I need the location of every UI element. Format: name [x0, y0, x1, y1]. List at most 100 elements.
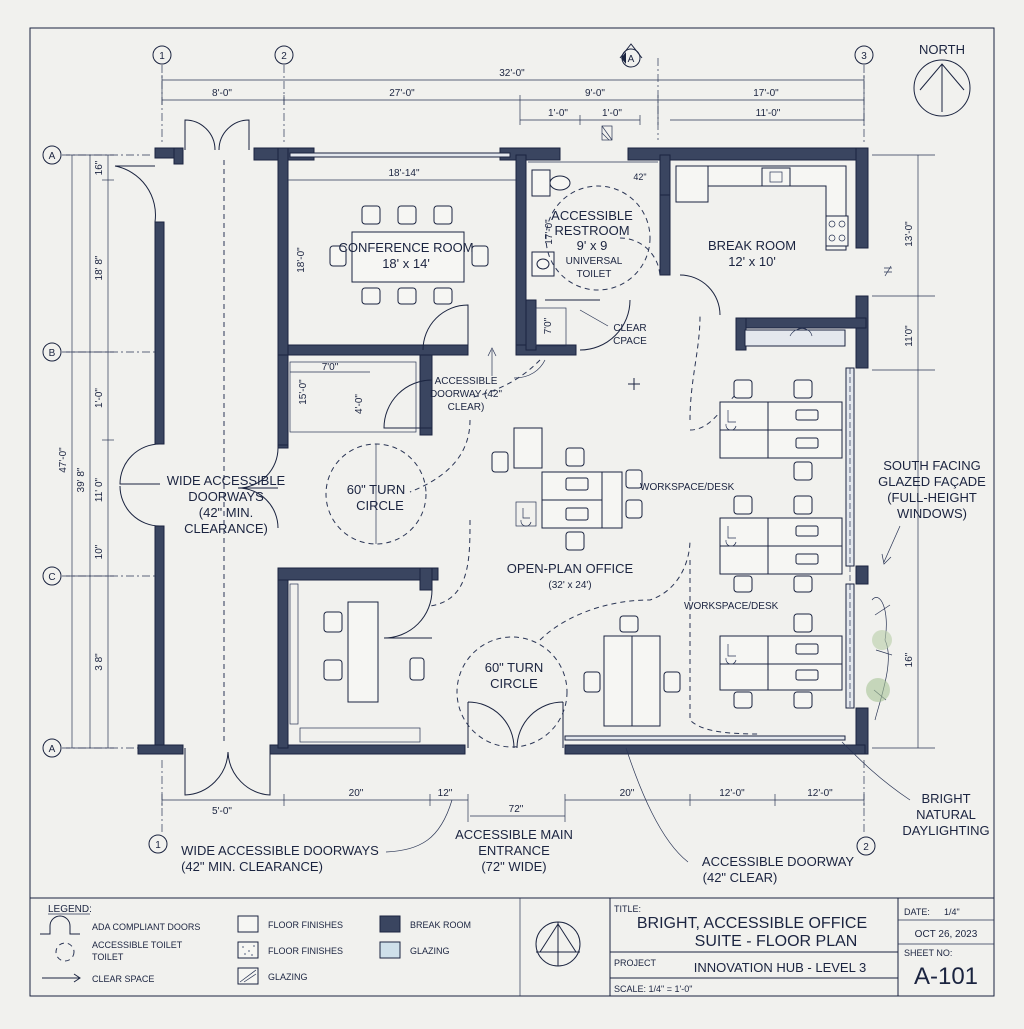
dim-8ft: 8'-0"	[212, 88, 232, 99]
legend-glazing-2: GLAZING	[410, 946, 450, 956]
dim-72in: 72"	[509, 804, 524, 815]
dim-corridor-height-2: 4'-0"	[354, 394, 365, 414]
break-room-name: BREAK ROOM	[708, 238, 796, 253]
break-room-counter	[675, 165, 849, 337]
workstation-cluster-1	[719, 379, 843, 481]
sheet-title-line1: BRIGHT, ACCESSIBLE OFFICE	[637, 915, 867, 932]
grid-label: 1	[155, 840, 161, 851]
legend-acc-toilet-line2: TOILET	[92, 952, 124, 962]
turn-circle-2-line1: 60" TURN	[485, 660, 544, 675]
dim-overall-height: 47'-0"	[58, 447, 69, 473]
daylight-line1: BRIGHT	[921, 791, 970, 806]
floor-finish-swatch-2	[237, 941, 259, 959]
grid-bubble-2-top: 2	[274, 45, 294, 65]
dim-11ft: 11'-0"	[756, 108, 781, 119]
dim-13ft: 13'-0"	[904, 221, 915, 247]
dim-conference-height: 18'-0"	[296, 247, 307, 273]
title-block-compass-icon	[535, 921, 581, 967]
restroom-line2: RESTROOM	[554, 223, 629, 238]
wide-doorways-bottom-line2: (42" MIN. CLEARANCE)	[181, 859, 323, 874]
section-label: A	[628, 54, 635, 65]
dim-1ft: 1'-0"	[94, 388, 105, 408]
dim-12in: 12"	[438, 788, 453, 799]
conference-table	[329, 205, 489, 305]
workspace-label-2: WORKSPACE/DESK	[684, 601, 779, 612]
project-name: INNOVATION HUB - LEVEL 3	[694, 960, 866, 975]
clear-space-arrow-icon	[42, 973, 81, 983]
workstation-cluster-4	[583, 615, 681, 727]
dim-1ft-a: 1'-0"	[548, 108, 568, 119]
restroom-size: 9' x 9	[577, 238, 608, 253]
turn-circle-2-line2: CIRCLE	[490, 676, 538, 691]
turn-circle-1-line2: CIRCLE	[356, 498, 404, 513]
dim-9ft: 9'-0"	[585, 88, 605, 99]
break-room-swatch	[379, 915, 401, 933]
turn-circle-2	[456, 636, 568, 748]
grid-bubble-1-top: 1	[152, 45, 172, 65]
workstation-cluster-2	[719, 495, 843, 593]
daylight-line2: NATURAL	[916, 807, 976, 822]
dim-1ft-b: 1'-0"	[602, 108, 622, 119]
dim-16in: 16"	[94, 160, 105, 175]
workspace-label-1: WORKSPACE/DESK	[640, 482, 735, 493]
grid-label: 1	[159, 51, 165, 62]
acc-doorway-bottom-line1: ACCESSIBLE DOORWAY	[702, 854, 855, 869]
sheet-no-label: SHEET NO:	[904, 948, 952, 958]
clear-space-line1: CLEAR	[613, 323, 646, 334]
grid-bubble-3-top: 3	[854, 45, 874, 65]
open-office-name: OPEN-PLAN OFFICE	[507, 561, 634, 576]
dim-overall-width: 32'-0"	[499, 68, 525, 79]
legend-title: LEGEND:	[48, 904, 92, 915]
grid-bubble-a-bottom: A	[42, 738, 62, 758]
bottom-dimensions: 5'-0" 20" 12" 72" 20" 12'-0" 12'-0"	[161, 788, 865, 822]
legend-glazing-1: GLAZING	[268, 972, 308, 982]
center-desk-cluster	[491, 427, 643, 551]
dim-corridor-width: 7'0"	[322, 362, 339, 373]
dim-5ft: 5'-0"	[212, 806, 232, 817]
grid-label: B	[49, 348, 56, 359]
right-dimensions: 13'-0" 11'0" 16"	[872, 154, 935, 749]
date-label: DATE:	[904, 907, 930, 917]
grid-label: C	[48, 572, 55, 583]
daylight-line3: DAYLIGHTING	[902, 823, 989, 838]
dim-20in-b: 20"	[620, 788, 635, 799]
legend-clear-space: CLEAR SPACE	[92, 974, 154, 984]
date-value: OCT 26, 2023	[915, 929, 978, 940]
dim-restroom-small: 7'0"	[543, 317, 554, 334]
legend-floor-1: FLOOR FINISHES	[268, 920, 343, 930]
grid-bubble-b: B	[42, 342, 62, 362]
wide-doorways-left-line4: CLEARANCE)	[184, 521, 268, 536]
walls	[137, 147, 869, 755]
top-dimensions: 32'-0" 8'-0" 27'-0" 9'-0" 17'-0" 1'-0" 1…	[161, 68, 865, 125]
section-marker-a: A	[619, 43, 643, 68]
legend-acc-toilet-line1: ACCESSIBLE TOILET	[92, 940, 183, 950]
north-label: NORTH	[919, 42, 965, 57]
acc-doorway-top-line3: CLEAR)	[448, 402, 485, 413]
glazed-facade	[289, 152, 893, 741]
main-entrance-line1: ACCESSIBLE MAIN	[455, 827, 573, 842]
sheet-number: A-101	[914, 963, 978, 990]
sheet-title-line2: SUITE - FLOOR PLAN	[695, 933, 858, 950]
conference-room-size: 18' x 14'	[382, 256, 430, 271]
acc-doorway-top-line2: DOORWAY (42"	[430, 389, 503, 400]
south-facade-line1: SOUTH FACING	[883, 458, 981, 473]
acc-doorway-bottom-line2: (42" CLEAR)	[703, 870, 778, 885]
dim-12ft-a: 12'-0"	[719, 788, 745, 799]
wide-doorways-bottom-line1: WIDE ACCESSIBLE DOORWAYS	[181, 843, 379, 858]
grid-bubble-1-bottom: 1	[148, 834, 168, 854]
dim-3-8: 3 8"	[94, 653, 105, 671]
dim-16in-right: 16"	[904, 652, 915, 667]
grid-label: A	[49, 744, 56, 755]
grid-label: 3	[861, 51, 867, 62]
dim-11ft-right: 11'0"	[904, 325, 915, 347]
grid-bubble-a-top: A	[42, 145, 62, 165]
dim-corridor-height: 15'-0"	[298, 379, 309, 405]
grid-bubble-c: C	[42, 566, 62, 586]
legend-break-room: BREAK ROOM	[410, 920, 471, 930]
ada-door-icon	[40, 915, 80, 935]
grid-bubble-2-bottom: 2	[856, 836, 876, 856]
dim-20in-a: 20"	[349, 788, 364, 799]
turn-circle-1-line1: 60" TURN	[347, 482, 406, 497]
closet-outline	[289, 361, 417, 433]
